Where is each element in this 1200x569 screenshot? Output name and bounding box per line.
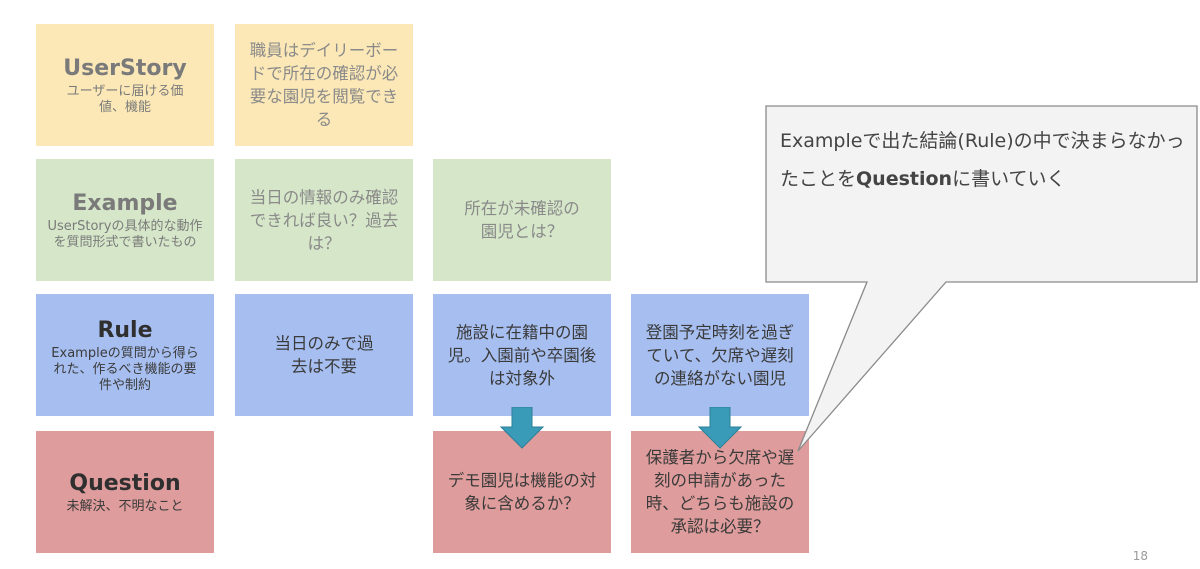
question-card-2: デモ園児は機能の対象に含めるか？ xyxy=(433,431,611,553)
rule-card-2-text: 施設に在籍中の園児。入園前や卒園後は対象外 xyxy=(447,322,597,388)
down-arrow-icon xyxy=(500,407,544,449)
question-desc: 未解決、不明なこと xyxy=(66,498,184,514)
question-label-card: Question 未解決、不明なこと xyxy=(36,431,214,553)
question-card-2-text: デモ園児は機能の対象に含めるか？ xyxy=(447,471,597,513)
example-card-1-text: 当日の情報のみ確認できれば良い？過去は？ xyxy=(249,187,399,253)
example-card-1: 当日の情報のみ確認できれば良い？過去は？ xyxy=(235,159,413,281)
rule-title: Rule xyxy=(97,317,153,343)
userstory-card-text: 職員はデイリーボードで所在の確認が必要な園児を閲覧できる xyxy=(249,41,399,129)
userstory-title: UserStory xyxy=(63,55,187,81)
question-card-3-text: 保護者から欠席や遅刻の申請があった時、どちらも施設の承認は必要？ xyxy=(645,448,795,536)
userstory-desc: ユーザーに届ける価値、機能 xyxy=(66,83,184,115)
example-card-2: 所在が未確認の園児とは？ xyxy=(433,159,611,281)
rule-card-1-text: 当日のみで過去は不要 xyxy=(274,334,374,376)
example-label-card: Example UserStoryの具体的な動作を質問形式で書いたもの xyxy=(36,159,214,281)
rule-card-2: 施設に在籍中の園児。入園前や卒園後は対象外 xyxy=(433,294,611,416)
userstory-label-card: UserStory ユーザーに届ける価値、機能 xyxy=(36,24,214,146)
rule-card-1: 当日のみで過去は不要 xyxy=(235,294,413,416)
page-number: 18 xyxy=(1132,549,1148,563)
callout-text-part2: に書いていく xyxy=(952,168,1066,190)
callout-text-part1: Exampleで出た結論(Rule)の中で決まらなかったことを xyxy=(780,130,1185,190)
rule-desc: Exampleの質問から得られた、作るべき機能の要件や制約 xyxy=(51,345,199,393)
rule-card-3: 登園予定時刻を過ぎていて、欠席や遅刻の連絡がない園児 xyxy=(631,294,809,416)
question-title: Question xyxy=(69,470,181,496)
question-card-3: 保護者から欠席や遅刻の申請があった時、どちらも施設の承認は必要？ xyxy=(631,431,809,553)
rule-card-3-text: 登園予定時刻を過ぎていて、欠席や遅刻の連絡がない園児 xyxy=(645,322,795,388)
rule-label-card: Rule Exampleの質問から得られた、作るべき機能の要件や制約 xyxy=(36,294,214,416)
callout-text-bold: Question xyxy=(856,168,953,190)
example-title: Example xyxy=(72,190,178,216)
example-card-2-text: 所在が未確認の園児とは？ xyxy=(464,199,580,241)
callout-text: Exampleで出た結論(Rule)の中で決まらなかったことをQuestionに… xyxy=(780,122,1190,198)
down-arrow-icon xyxy=(698,407,742,449)
userstory-card: 職員はデイリーボードで所在の確認が必要な園児を閲覧できる xyxy=(235,24,413,146)
example-desc: UserStoryの具体的な動作を質問形式で書いたもの xyxy=(47,218,203,250)
